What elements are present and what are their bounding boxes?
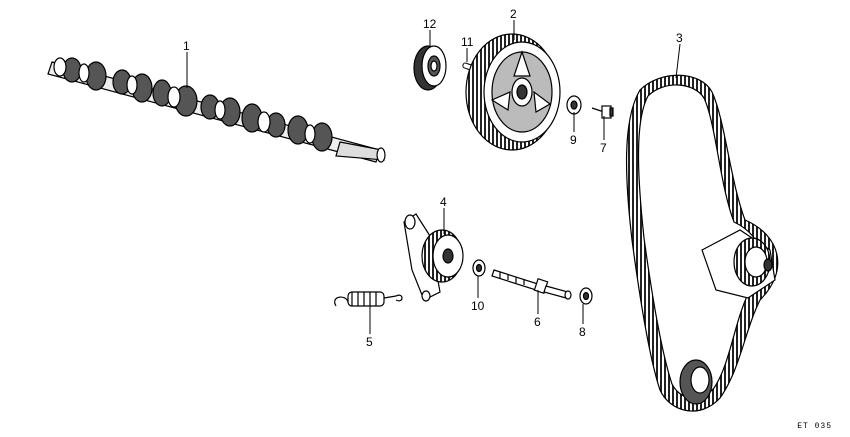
cam-pulley xyxy=(465,33,561,151)
washer-8 xyxy=(579,287,593,305)
drawing-code: ET 035 xyxy=(797,422,832,431)
label-pulley-bolt: 7 xyxy=(600,141,607,155)
label-washer-8: 8 xyxy=(579,325,586,339)
label-cam-pulley: 2 xyxy=(510,7,517,21)
washer-9 xyxy=(566,95,582,115)
camshaft xyxy=(47,57,386,163)
washer-10 xyxy=(472,259,486,277)
label-tensioner-spring: 5 xyxy=(366,335,373,349)
tensioner xyxy=(403,213,464,302)
label-tensioner-bolt: 6 xyxy=(534,315,541,329)
label-camshaft: 1 xyxy=(183,39,190,53)
part-number-labels: 1 2 3 4 5 6 7 8 9 10 11 12 xyxy=(183,7,683,349)
label-timing-belt: 3 xyxy=(676,31,683,45)
label-washer-9: 9 xyxy=(570,133,577,147)
oil-seal xyxy=(413,45,447,91)
label-tensioner: 4 xyxy=(440,195,447,209)
label-key: 11 xyxy=(461,35,474,49)
tensioner-bolt xyxy=(491,269,572,300)
label-oil-seal: 12 xyxy=(423,17,437,31)
label-washer-10: 10 xyxy=(471,299,485,313)
leader-lines xyxy=(186,20,681,334)
tensioner-spring xyxy=(334,291,403,307)
pulley-bolt xyxy=(591,105,614,119)
timing-belt xyxy=(625,74,779,412)
